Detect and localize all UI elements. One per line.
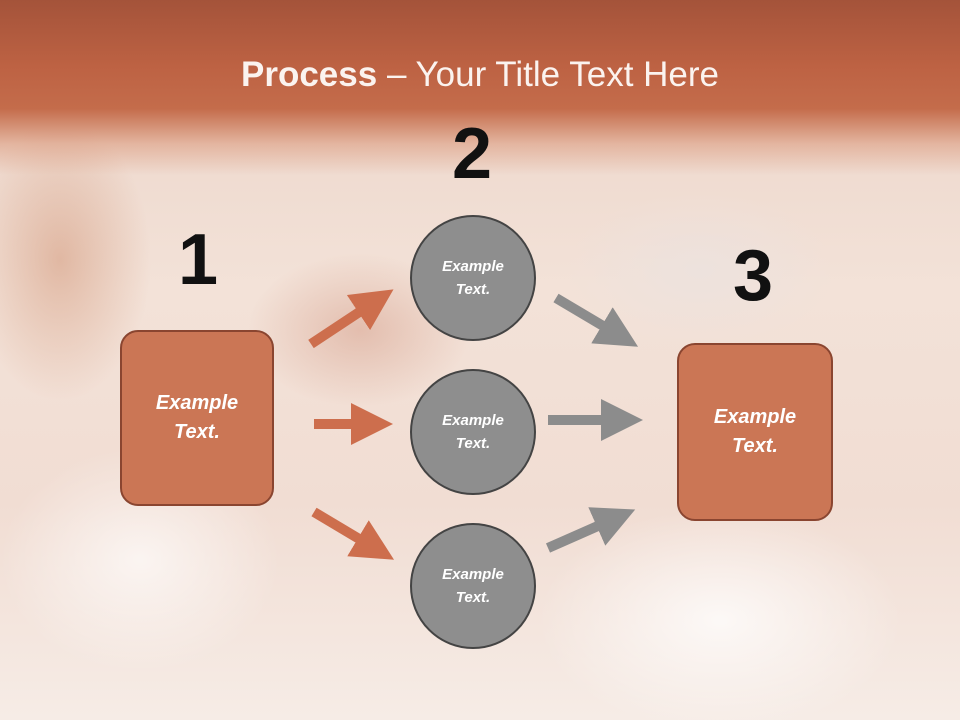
step-2-circle-top: Example Text. [410, 215, 536, 341]
step-1-label: Example Text. [155, 392, 239, 443]
step-3-label: Example Text. [713, 406, 797, 457]
circle-bottom-label: Example Text. [442, 566, 504, 606]
step-1-box: Example Text. [120, 330, 274, 506]
arrow-top-to-3 [553, 293, 639, 347]
step-number-1: 1 [177, 220, 219, 300]
arrow-1-to-top [308, 289, 394, 349]
arrow-1-to-bottom [311, 507, 395, 560]
title-bold: Process [241, 55, 378, 94]
circle-top-label: Example Text. [442, 258, 504, 298]
slide-title: Process – Your Title Text Here [0, 54, 960, 96]
step-number-3: 3 [732, 236, 774, 316]
step-2-circle-middle: Example Text. [410, 369, 536, 495]
title-rest: – Your Title Text Here [377, 55, 719, 94]
step-2-circle-bottom: Example Text. [410, 523, 536, 649]
title-banner [0, 0, 960, 175]
arrow-bottom-to-3 [545, 507, 636, 553]
step-3-box: Example Text. [677, 343, 833, 521]
step-number-2: 2 [451, 114, 493, 194]
circle-middle-label: Example Text. [442, 412, 504, 452]
